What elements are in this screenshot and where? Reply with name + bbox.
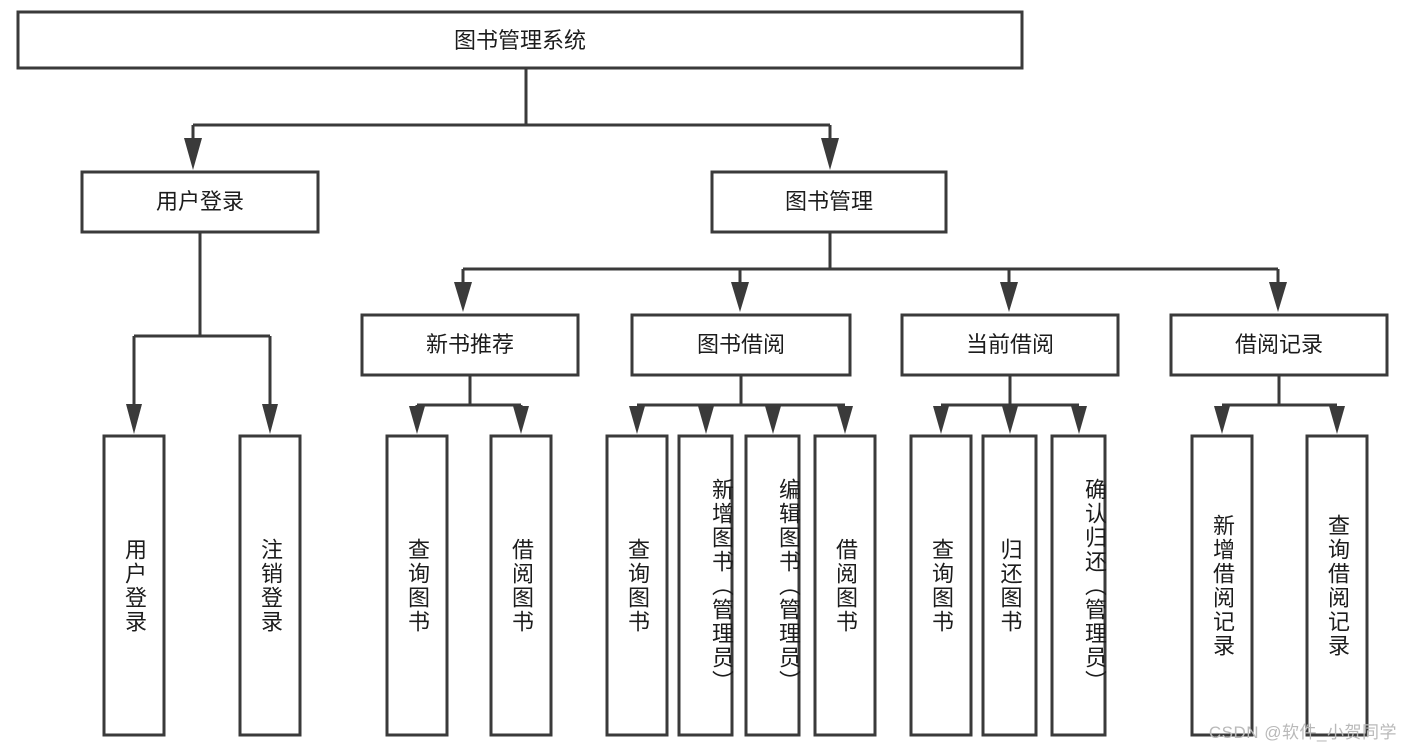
- node-leaf-query-record[interactable]: [1305, 434, 1369, 737]
- arrow-to-user-login: [184, 138, 202, 170]
- arrow-leaf-return-book: [1002, 406, 1018, 434]
- arrow-leaf-add-record: [1214, 406, 1230, 434]
- arrow-leaf-user-login: [126, 404, 142, 434]
- node-leaf-query-book-3[interactable]: [909, 434, 973, 737]
- node-current-borrow-label: 当前借阅: [966, 332, 1054, 357]
- connector-group-root-to-level2: [184, 68, 839, 170]
- node-root[interactable]: [16, 10, 1024, 70]
- node-leaf-logout[interactable]: [238, 434, 302, 737]
- arrow-to-new-book-rec: [454, 282, 472, 312]
- arrow-leaf-add-book: [698, 406, 714, 434]
- arrow-leaf-query-book-2: [629, 406, 645, 434]
- node-borrow-record-label: 借阅记录: [1235, 332, 1323, 357]
- arrow-leaf-query-record: [1329, 406, 1345, 434]
- arrow-to-book-manage: [821, 138, 839, 170]
- node-borrow-record[interactable]: [1169, 313, 1389, 377]
- arrow-leaf-query-book-1: [409, 406, 425, 434]
- arrow-leaf-borrow-book-1: [513, 406, 529, 434]
- arrow-leaf-confirm-return: [1071, 406, 1087, 434]
- connector-group-new-book-rec-children: [409, 375, 529, 434]
- node-leaf-add-book[interactable]: [677, 434, 734, 737]
- connector-group-user-login-children: [126, 232, 278, 434]
- node-user-login-label: 用户登录: [156, 189, 244, 214]
- node-leaf-user-login[interactable]: [102, 434, 166, 737]
- node-user-login[interactable]: [80, 170, 320, 234]
- node-leaf-borrow-book-1[interactable]: [489, 434, 553, 737]
- node-leaf-query-book-2[interactable]: [605, 434, 669, 737]
- node-book-manage-label: 图书管理: [785, 189, 873, 214]
- node-leaf-query-book-1[interactable]: [385, 434, 449, 737]
- arrow-leaf-logout: [262, 404, 278, 434]
- connector-group-book-manage-children: [454, 232, 1287, 312]
- node-leaf-return-book[interactable]: [981, 434, 1038, 737]
- connector-group-book-borrow-children: [629, 375, 853, 434]
- node-root-label: 图书管理系统: [454, 28, 586, 53]
- node-book-borrow-label: 图书借阅: [697, 332, 785, 357]
- arrow-to-borrow-record: [1269, 282, 1287, 312]
- connector-group-borrow-record-children: [1214, 375, 1345, 434]
- node-current-borrow[interactable]: [900, 313, 1120, 377]
- node-new-book-rec[interactable]: [360, 313, 580, 377]
- node-leaf-borrow-book-2[interactable]: [813, 434, 877, 737]
- arrow-to-current-borrow: [1000, 282, 1018, 312]
- watermark: CSDN @软件_小贺同学: [1208, 723, 1397, 742]
- node-leaf-confirm-return[interactable]: [1050, 434, 1107, 737]
- arrow-leaf-query-book-3: [933, 406, 949, 434]
- arrow-leaf-borrow-book-2: [837, 406, 853, 434]
- node-book-borrow[interactable]: [630, 313, 852, 377]
- node-leaf-add-record[interactable]: [1190, 434, 1254, 737]
- arrow-leaf-edit-book: [765, 406, 781, 434]
- arrow-to-book-borrow: [731, 282, 749, 312]
- node-book-manage[interactable]: [710, 170, 948, 234]
- connector-group-current-borrow-children: [933, 375, 1087, 434]
- node-leaf-edit-book[interactable]: [744, 434, 801, 737]
- node-new-book-rec-label: 新书推荐: [426, 332, 514, 357]
